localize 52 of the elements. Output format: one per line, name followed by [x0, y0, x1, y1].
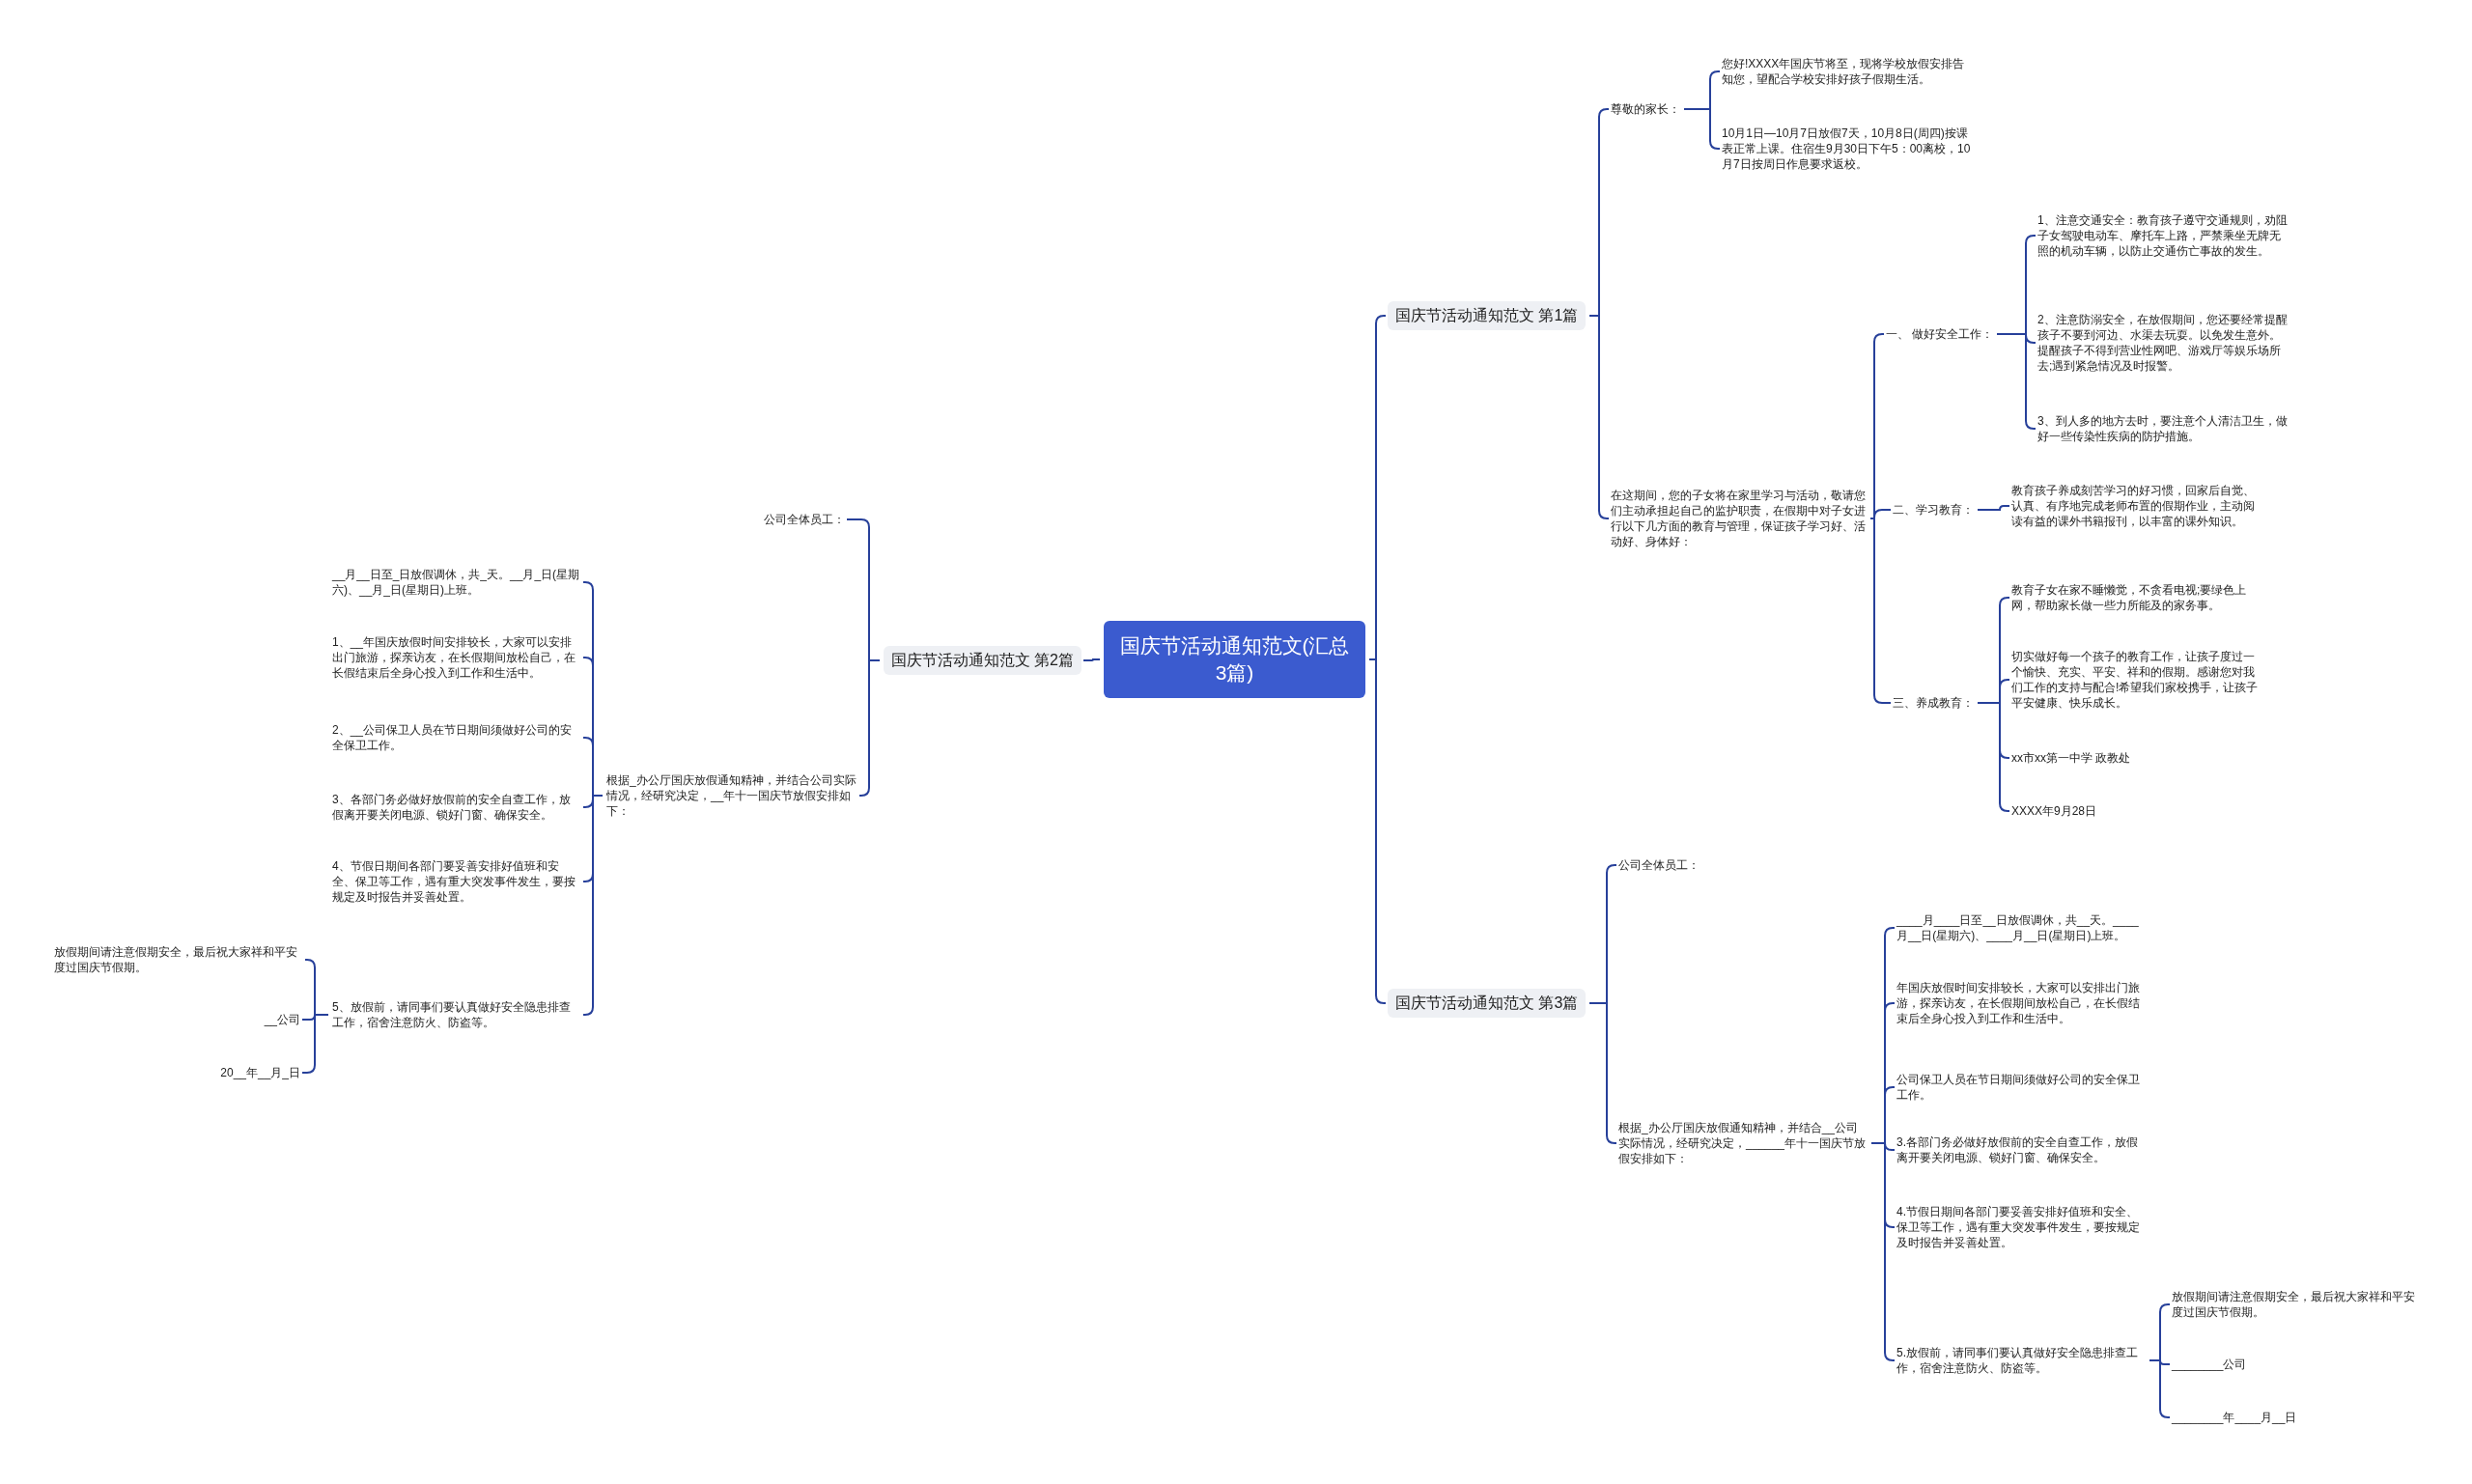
branch-text: 公司全体员工：	[764, 512, 845, 527]
branch-text: ________年____月__日	[2172, 1410, 2297, 1425]
branch-text: 教育孩子养成刻苦学习的好习惯，回家后自觉、认真、有序地完成老师布置的假期作业，主动阅读有益的课外书籍报刊，以丰富的课外知识。	[2011, 483, 2264, 529]
branch-text: ____月____日至__日放假调休，共__天。____月__日(星期六)、____月__日(星期日)上班。	[1896, 912, 2146, 943]
branch-text: 4、节假日期间各部门要妥善安排好值班和安全、保卫等工作，遇有重大突发事件发生，要按规定及时报告并妥善处置。	[332, 858, 581, 905]
branch-text: 4.节假日期间各部门要妥善安排好值班和安全、保卫等工作，遇有重大突发事件发生，要按规定及时报告并妥善处置。	[1896, 1204, 2146, 1250]
branch-text: 1、注意交通安全：教育孩子遵守交通规则，劝阻子女驾驶电动车、摩托车上路，严禁乘坐无牌无照的机动车辆，以防止交通伤亡事故的发生。	[2037, 212, 2290, 259]
branch-line	[1588, 1002, 1617, 1144]
branch-text: 5、放假前，请同事们要认真做好安全隐患排查工作，宿舍注意防火、防盗等。	[332, 999, 581, 1030]
branch-text: ________公司	[2172, 1357, 2247, 1372]
branch-text: 公司保卫人员在节日期间须做好公司的安全保卫工作。	[1896, 1072, 2146, 1103]
branch-text: 1、__年国庆放假时间安排较长，大家可以安排出门旅游，探亲访友，在长假期间放松自己，在长假结束后全身心投入到工作和生活中。	[332, 634, 581, 681]
branch-text: 根据_办公厅国庆放假通知精神，并结合公司实际情况，经研究决定，__年十一国庆节放假安排如下：	[606, 772, 857, 819]
central-topic-box: 国庆节活动通知范文(汇总3篇)	[1104, 621, 1365, 698]
branch-text: 三、养成教育：	[1893, 695, 1974, 711]
topic-box: 国庆节活动通知范文 第1篇	[1388, 301, 1587, 330]
branch-text: 2、注意防溺安全，在放假期间，您还要经常提醒孩子不要到河边、水渠去玩耍。以免发生意外。提醒孩子不得到营业性网吧、游戏厅等娱乐场所去;遇到紧急情况及时报警。	[2037, 312, 2290, 374]
branch-text: 一、 做好安全工作：	[1886, 326, 1994, 342]
branch-text: 20__年__月_日	[220, 1065, 300, 1080]
branch-text: xx市xx第一中学 政教处	[2011, 750, 2131, 766]
branch-text: __公司	[264, 1012, 300, 1027]
branch-line	[1683, 108, 1721, 150]
branch-text: 5.放假前，请同事们要认真做好安全隐患排查工作，宿舍注意防火、防盗等。	[1896, 1345, 2146, 1376]
branch-line	[1588, 315, 1610, 519]
branch-text: 放假期间请注意假期安全，最后祝大家祥和平安度过国庆节假期。	[2172, 1289, 2421, 1320]
branch-text: 3、到人多的地方去时，要注意个人清洁卫生，做好一些传染性疾病的防护措施。	[2037, 413, 2290, 444]
branch-text: 切实做好每一个孩子的教育工作，让孩子度过一个愉快、充实、平安、祥和的假期。感谢您对我们工作的支持与配合!希望我们家校携手，让孩子平安健康、快乐成长。	[2011, 649, 2264, 711]
branch-line	[1082, 658, 1101, 661]
branch-text: 3、各部门务必做好放假前的安全自查工作，放假离开要关闭电源、锁好门窗、确保安全。	[332, 792, 581, 823]
branch-text: 放假期间请注意假期安全，最后祝大家祥和平安度过国庆节假期。	[54, 944, 303, 975]
topic-box: 国庆节活动通知范文 第2篇	[883, 646, 1082, 675]
branch-text: 教育子女在家不睡懒觉，不贪看电视;要绿色上网，帮助家长做一些力所能及的家务事。	[2011, 582, 2264, 613]
branch-line	[1977, 702, 2010, 812]
branch-line	[1977, 505, 2010, 511]
branch-text: 3.各部门务必做好放假前的安全自查工作，放假离开要关闭电源、锁好门窗、确保安全。	[1896, 1134, 2146, 1165]
branch-line	[301, 1014, 329, 1074]
branch-text: XXXX年9月28日	[2011, 803, 2097, 819]
branch-text: 10月1日—10月7日放假7天，10月8日(周四)按课表正常上课。住宿生9月30日下午5：00离校，10月7日按周日作息要求返校。	[1722, 126, 1975, 172]
branch-text: 二、学习教育：	[1893, 502, 1974, 518]
branch-text: 公司全体员工：	[1618, 857, 1700, 873]
branch-text: 在这期间，您的子女将在家里学习与活动，敬请您们主动承担起自己的监护职责，在假期中对子女进行以下几方面的教育与管理，保证孩子学习好、活动好、身体好：	[1611, 488, 1867, 549]
branch-text: 年国庆放假时间安排较长，大家可以安排出门旅游，探亲访友，在长假期间放松自己，在长假结束后全身心投入到工作和生活中。	[1896, 980, 2146, 1026]
branch-line	[1996, 333, 2037, 430]
branch-line	[1870, 1142, 1896, 1361]
branch-text: 2、__公司保卫人员在节日期间须做好公司的安全保卫工作。	[332, 722, 581, 753]
branch-text: 尊敬的家长：	[1611, 101, 1680, 117]
branch-text: 根据_办公厅国庆放假通知精神，并结合__公司实际情况，经研究决定，______年十一国庆节放假安排如下：	[1618, 1120, 1868, 1166]
branch-text: __月__日至_日放假调休，共_天。__月_日(星期六)、__月_日(星期日)上班。	[332, 567, 581, 598]
branch-text: 您好!XXXX年国庆节将至，现将学校放假安排告知您，望配合学校安排好孩子假期生活。	[1722, 56, 1975, 87]
branch-line	[1368, 658, 1387, 1004]
branch-line	[582, 795, 604, 1016]
topic-box: 国庆节活动通知范文 第3篇	[1388, 989, 1587, 1018]
